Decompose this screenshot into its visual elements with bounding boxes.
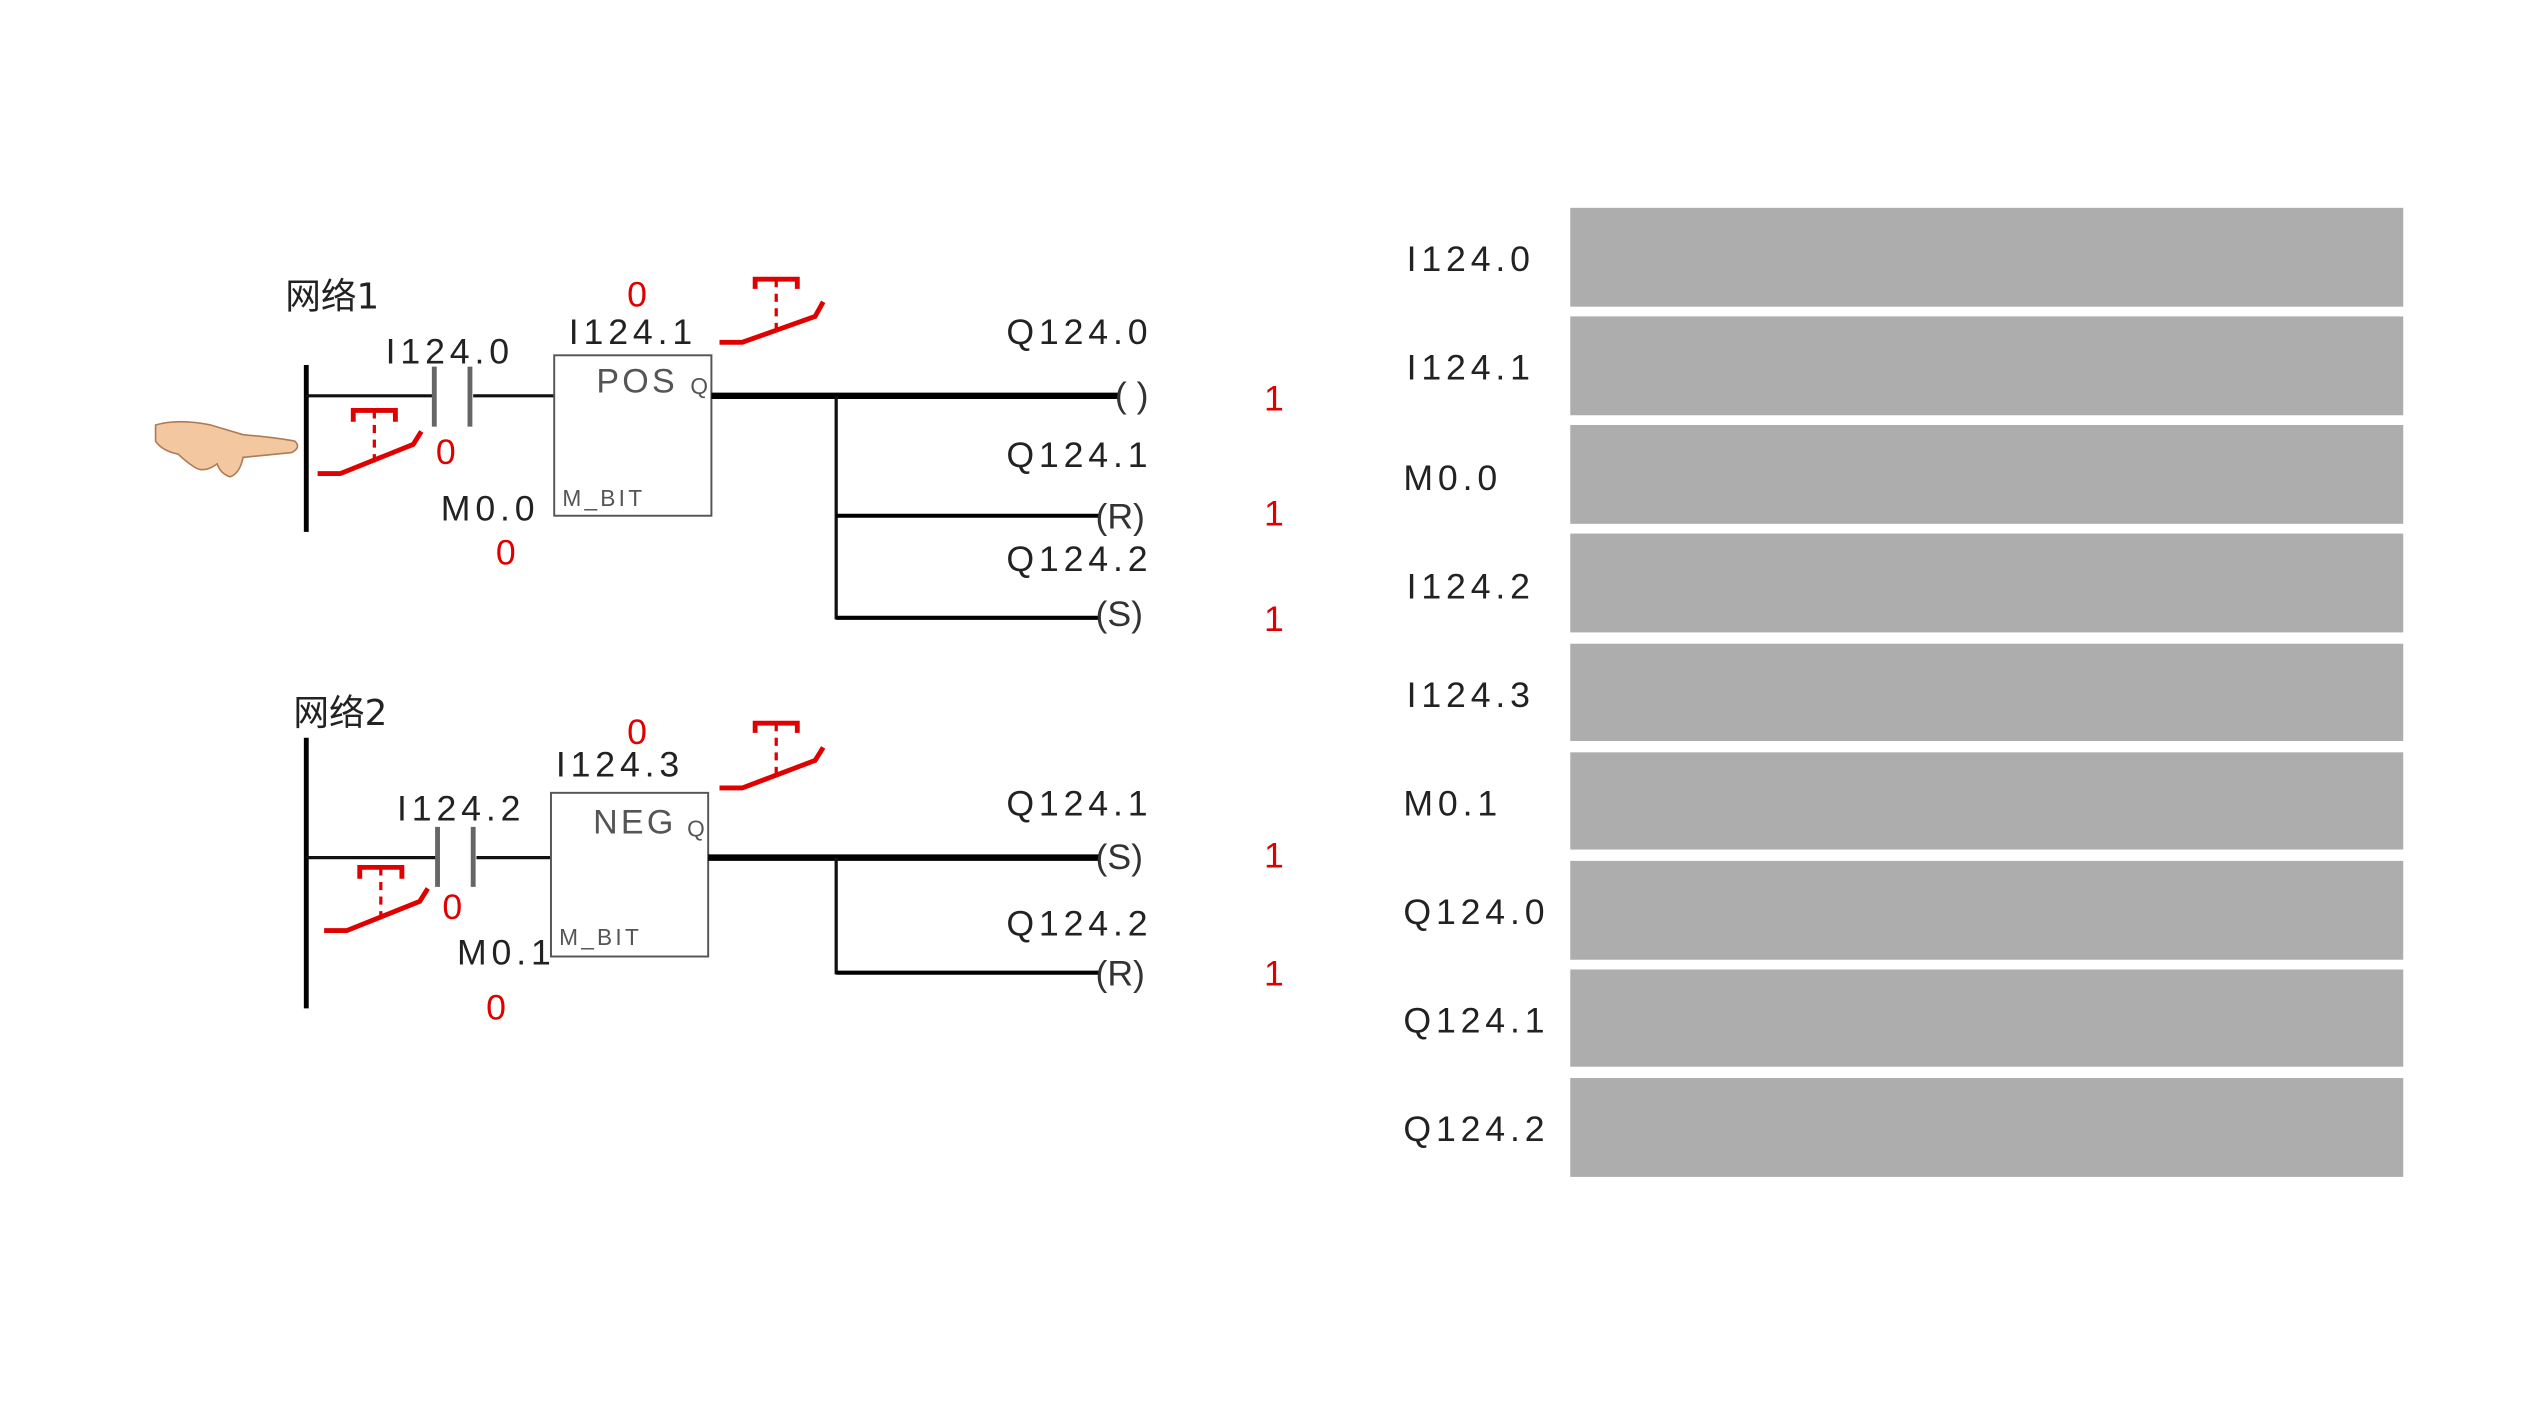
block-name: NEG (593, 803, 676, 841)
neg-edge-block (550, 791, 710, 958)
reset-coil: (R) (1095, 954, 1144, 994)
contact-state: 0 (442, 887, 462, 927)
output-state: 1 (1264, 493, 1284, 533)
output-address: Q124.2 (1006, 539, 1152, 579)
signal-label: I124.0 (1407, 239, 1535, 279)
block-output-pin: Q (687, 816, 708, 842)
pushbutton-switch-icon (719, 276, 826, 345)
signal-track (1570, 969, 2404, 1067)
block-mbit-pin: M_BIT (562, 485, 645, 511)
output-state: 1 (1264, 835, 1284, 875)
block-mbit-pin: M_BIT (559, 924, 642, 950)
output-address: Q124.0 (1006, 312, 1152, 352)
signal-label: M0.1 (1403, 784, 1502, 824)
output-address: Q124.2 (1006, 903, 1152, 943)
signal-track (1570, 316, 2404, 416)
mbit-address: M0.0 (441, 489, 540, 529)
network-1-title: 网络1 (285, 276, 379, 317)
block-output-pin: Q (690, 373, 711, 399)
output-address: Q124.1 (1006, 784, 1152, 824)
signal-track (1570, 1078, 2404, 1177)
output-state: 1 (1264, 599, 1284, 639)
signal-label: M0.0 (1403, 458, 1502, 498)
signal-label: I124.1 (1407, 348, 1535, 388)
signal-track (1570, 860, 2404, 960)
network-2: 网络2 I124.2 0 M0.1 0 NEG Q M_BIT I124.3 0… (293, 693, 1284, 1028)
pushbutton-switch-icon (719, 720, 826, 791)
output-state: 1 (1264, 954, 1284, 994)
block-name: POS (596, 363, 678, 401)
set-coil: (S) (1095, 594, 1143, 634)
output-address: Q124.1 (1006, 435, 1152, 475)
contact-address: I124.0 (386, 331, 514, 371)
hand-pointer-icon (154, 420, 299, 478)
contact-address: I124.2 (397, 788, 525, 828)
signal-track (1570, 533, 2404, 633)
signal-label: Q124.1 (1403, 1001, 1549, 1041)
signal-label: Q124.2 (1403, 1109, 1549, 1149)
coil: ( ) (1115, 375, 1149, 415)
signal-label: I124.3 (1407, 675, 1535, 715)
block-address-state: 0 (627, 275, 647, 315)
signal-track (1570, 207, 2404, 307)
pushbutton-switch-icon (324, 864, 430, 934)
block-address: I124.1 (569, 312, 697, 352)
pushbutton-switch-icon (317, 407, 424, 477)
block-address-state: 0 (627, 712, 647, 752)
signal-label: I124.2 (1407, 566, 1535, 606)
timing-panel: I124.0 I124.1 M0.0 I124.2 I124.3 M0.1 Q1… (1403, 207, 2404, 1177)
set-coil: (S) (1095, 837, 1143, 877)
signal-track (1570, 424, 2404, 524)
network-2-title: 网络2 (293, 693, 387, 734)
output-state: 1 (1264, 378, 1284, 418)
contact-state: 0 (436, 432, 456, 472)
network-1: 网络1 I124.0 0 M0.0 0 POS Q M_BIT I124.1 0… (154, 275, 1284, 639)
mbit-state: 0 (486, 988, 506, 1028)
reset-coil: (R) (1095, 497, 1144, 537)
block-address: I124.3 (556, 745, 684, 785)
signal-label: Q124.0 (1403, 892, 1549, 932)
signal-track (1570, 752, 2404, 850)
pos-edge-block (553, 354, 713, 517)
mbit-state: 0 (496, 532, 516, 572)
signal-track (1570, 643, 2404, 741)
mbit-address: M0.1 (457, 933, 556, 973)
